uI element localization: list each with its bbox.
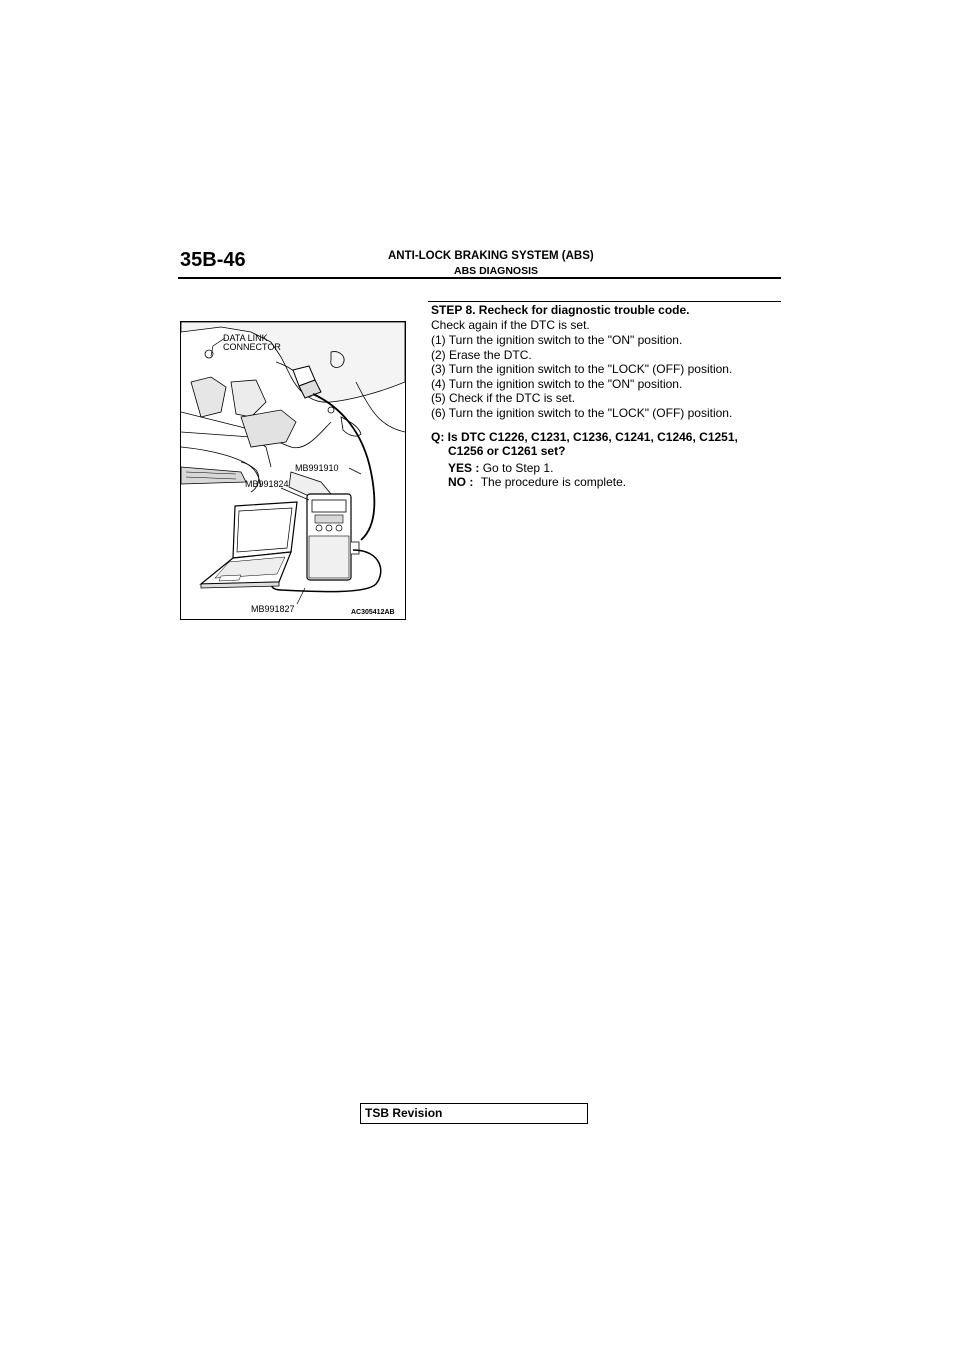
section-title: ANTI-LOCK BRAKING SYSTEM (ABS) bbox=[388, 250, 594, 262]
label-data-link: DATA LINK bbox=[223, 333, 268, 343]
procedure-step: (5) Check if the DTC is set. bbox=[431, 391, 576, 406]
label-mb991910: MB991910 bbox=[295, 463, 339, 473]
procedure-step: (3) Turn the ignition switch to the "LOC… bbox=[431, 362, 733, 377]
question-line-2: C1256 or C1261 set? bbox=[448, 444, 566, 458]
page-number: 35B-46 bbox=[180, 249, 246, 271]
procedure-step: (6) Turn the ignition switch to the "LOC… bbox=[431, 405, 733, 420]
yes-text: Go to Step 1. bbox=[482, 461, 554, 475]
procedure-step: (4) Turn the ignition switch to the "ON"… bbox=[431, 376, 683, 391]
footer-box bbox=[360, 1103, 588, 1124]
question-line-1: Q: Is DTC C1226, C1231, C1236, C1241, C1… bbox=[431, 430, 738, 444]
tsb-revision-label: TSB Revision bbox=[365, 1106, 443, 1120]
figure-code: AC305412AB bbox=[351, 609, 395, 616]
no-label: NO : bbox=[448, 475, 474, 489]
data-link-connector-plug bbox=[292, 365, 322, 399]
connection-diagram: DATA LINK CONNECTOR MB991910 MB991824 MB… bbox=[180, 321, 406, 620]
laptop-pc bbox=[199, 501, 298, 589]
step-intro: Check again if the DTC is set. bbox=[431, 318, 590, 332]
header-rule bbox=[178, 277, 781, 279]
procedure-step: (2) Erase the DTC. bbox=[431, 347, 532, 362]
diagram-illustration: DATA LINK CONNECTOR MB991910 MB991824 MB… bbox=[181, 322, 405, 616]
usb-cable bbox=[270, 549, 382, 593]
leader-lines bbox=[210, 337, 362, 605]
mb991910-cable bbox=[312, 393, 376, 541]
step-rule bbox=[428, 301, 781, 302]
vehicle-interior-sketch bbox=[181, 322, 405, 498]
procedure-list: (1) Turn the ignition switch to the "ON"… bbox=[431, 333, 732, 421]
section-subtitle: ABS DIAGNOSIS bbox=[454, 265, 539, 277]
answer-no: NO : The procedure is complete. bbox=[448, 475, 626, 490]
label-connector: CONNECTOR bbox=[223, 342, 281, 352]
no-text: The procedure is complete. bbox=[480, 475, 627, 489]
vci-device bbox=[306, 493, 360, 581]
label-mb991824: MB991824 bbox=[245, 479, 289, 489]
step-title: STEP 8. Recheck for diagnostic trouble c… bbox=[431, 303, 690, 317]
yes-label: YES : bbox=[448, 461, 480, 475]
label-mb991827: MB991827 bbox=[251, 604, 295, 614]
procedure-step: (1) Turn the ignition switch to the "ON"… bbox=[431, 333, 683, 347]
answer-yes: YES : Go to Step 1. bbox=[448, 461, 553, 476]
